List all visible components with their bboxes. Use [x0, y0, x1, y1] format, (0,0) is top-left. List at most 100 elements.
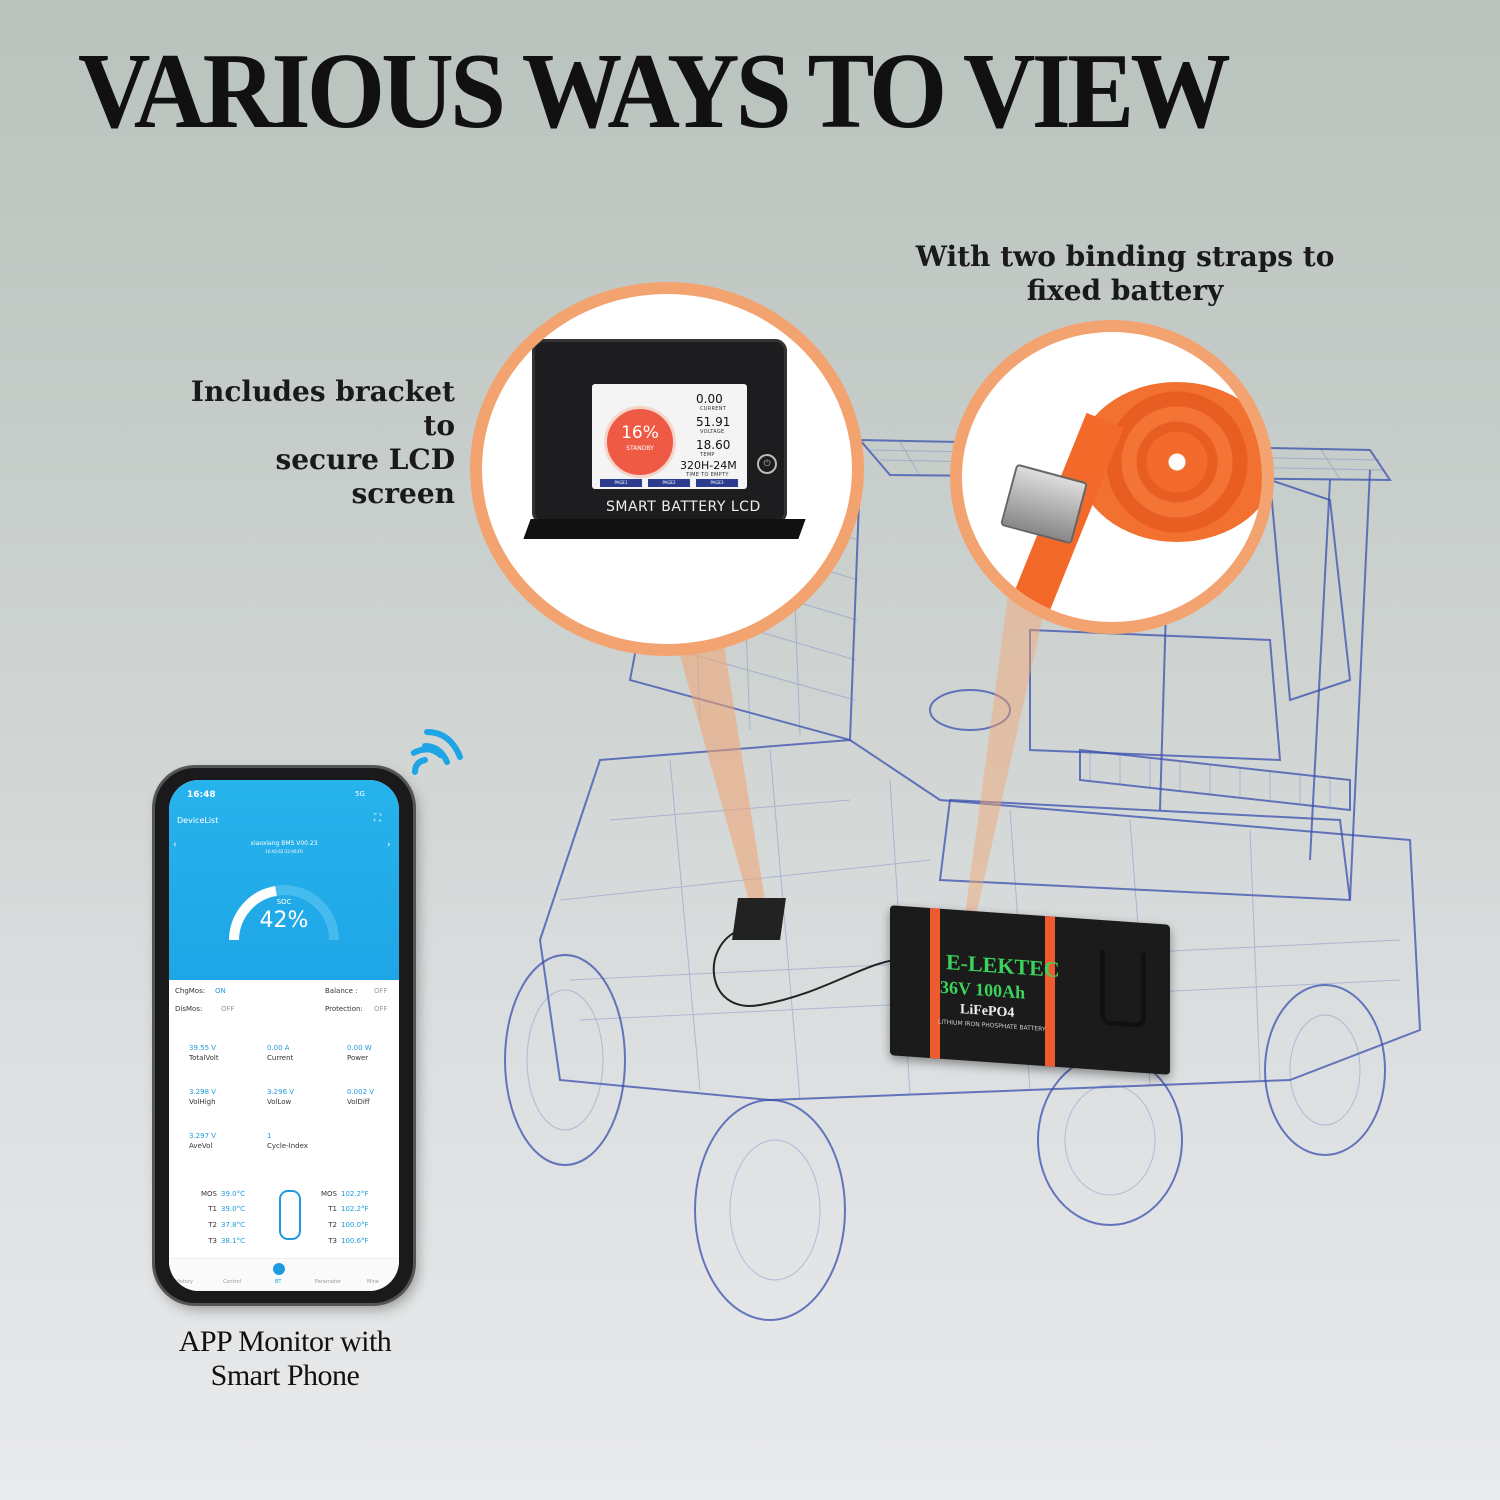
- bracket-callout: Includes bracket to secure LCD screen: [170, 375, 455, 511]
- lcd-bracket: [523, 519, 806, 539]
- temp-value: 102.2°F: [341, 1205, 369, 1213]
- battery-sub: LITHIUM IRON PHOSPHATE BATTERY: [938, 1018, 1046, 1034]
- lcd-soc-ring: 16% STANDBY: [604, 406, 676, 478]
- app-callout: APP Monitor with Smart Phone: [130, 1325, 440, 1393]
- lcd-voltage-value: 51.91: [696, 415, 731, 429]
- battery-rating: 36V 100Ah: [940, 976, 1026, 1003]
- temp-label: T3: [328, 1237, 337, 1245]
- device-name: xiaoxiang BMS V00.23: [250, 840, 318, 847]
- metric-label: Cycle-Index: [267, 1142, 308, 1150]
- metric-value: 3.297 V: [189, 1132, 217, 1140]
- phone-screen: 16:48 5G DeviceList ⛶ ‹ › xiaoxiang BMS …: [169, 780, 399, 1291]
- lcd-device: 16% STANDBY 0.00 CURRENT 51.91 VOLTAGE 1…: [532, 339, 787, 524]
- thermometer-icon: [279, 1190, 301, 1240]
- temp-value: 39.0°C: [221, 1190, 245, 1198]
- metric-value: 0.002 V: [347, 1088, 375, 1096]
- tab-history[interactable]: History: [175, 1279, 193, 1285]
- strap-callout-circle: [950, 320, 1274, 634]
- app-callout-line2: Smart Phone: [210, 1359, 360, 1392]
- straps-callout-line2: fixed battery: [1026, 274, 1224, 307]
- bracket-callout-line1: Includes bracket to: [190, 375, 455, 442]
- metrics-grid: 39.55 V TotalVolt 0.00 A Current 0.00 W …: [175, 1044, 397, 1174]
- battery-handle: [1100, 949, 1146, 1029]
- temp-label: T1: [208, 1205, 217, 1213]
- chgmos-toggle[interactable]: ON: [215, 987, 226, 995]
- battery: E-LEKTEC 36V 100Ah LiFePO4 LITHIUM IRON …: [890, 905, 1170, 1075]
- metric-label: VolHigh: [189, 1098, 216, 1106]
- temp-value: 100.0°F: [341, 1221, 369, 1229]
- temp-label: MOS: [321, 1190, 337, 1198]
- metric-value: 0.00 A: [267, 1044, 290, 1052]
- lcd-voltage-label: VOLTAGE: [700, 429, 725, 435]
- temp-value: 38.1°C: [221, 1237, 245, 1245]
- metric-label: Current: [267, 1054, 294, 1062]
- temp-value: 102.2°F: [341, 1190, 369, 1198]
- metric-label: TotalVolt: [189, 1054, 219, 1062]
- metric-value: 0.00 W: [347, 1044, 372, 1052]
- lcd-temp-label: TEMP: [700, 452, 715, 458]
- metric-label: AveVol: [189, 1142, 213, 1150]
- metric-value: 1: [267, 1132, 272, 1140]
- metric-label: VolDiff: [347, 1098, 370, 1106]
- app-header: 16:48 5G DeviceList ⛶ ‹ › xiaoxiang BMS …: [169, 780, 399, 980]
- temp-label: T1: [328, 1205, 337, 1213]
- temp-label: MOS: [201, 1190, 217, 1198]
- temp-label: T3: [208, 1237, 217, 1245]
- balance-label: Balance :: [325, 987, 358, 995]
- smartphone: 16:48 5G DeviceList ⛶ ‹ › xiaoxiang BMS …: [155, 768, 413, 1303]
- lcd-callout-circle: 16% STANDBY 0.00 CURRENT 51.91 VOLTAGE 1…: [470, 282, 864, 656]
- tab-control[interactable]: Control: [223, 1279, 242, 1285]
- lcd-current-label: CURRENT: [700, 406, 727, 412]
- lcd-page-button-1[interactable]: PAGE1: [600, 479, 642, 487]
- lcd-state: STANDBY: [626, 445, 654, 452]
- temp-value: 39.0°C: [221, 1205, 245, 1213]
- metric-value: 39.55 V: [189, 1044, 217, 1052]
- prev-device-icon[interactable]: ‹: [173, 840, 177, 850]
- nav-title[interactable]: DeviceList: [177, 816, 219, 825]
- lcd-screen: 16% STANDBY 0.00 CURRENT 51.91 VOLTAGE 1…: [592, 384, 747, 489]
- lcd-page-button-3[interactable]: PAGE3: [696, 479, 738, 487]
- lcd-page-button-2[interactable]: PAGE2: [648, 479, 690, 487]
- lcd-time-label: TIME TO EMPTY: [686, 472, 729, 478]
- straps-callout-line1: With two binding straps to: [915, 240, 1335, 273]
- next-device-icon[interactable]: ›: [387, 840, 391, 850]
- battery-chem: LiFePO4: [960, 1002, 1015, 1021]
- lcd-temp-value: 18.60: [696, 438, 731, 452]
- headline: VARIOUS WAYS TO VIEW: [78, 32, 1231, 151]
- bracket-callout-line2: secure LCD screen: [275, 443, 455, 510]
- temp-value: 37.8°C: [221, 1221, 245, 1229]
- phone-network: 5G: [355, 790, 365, 798]
- metric-value: 3.296 V: [267, 1088, 295, 1096]
- tab-mine[interactable]: Mine: [367, 1279, 379, 1285]
- soc-gauge: [229, 885, 339, 941]
- lcd-caption: SMART BATTERY LCD: [606, 499, 761, 515]
- temp-label: T2: [328, 1221, 337, 1229]
- wifi-signal-icon: [410, 729, 463, 775]
- temperature-panel: MOS 39.0°C T1 39.0°C T2 37.8°C T3 38.1°C…: [189, 1190, 389, 1260]
- temp-value: 100.6°F: [341, 1237, 369, 1245]
- metric-label: VolLow: [267, 1098, 292, 1106]
- metric-value: 3.298 V: [189, 1088, 217, 1096]
- straps-callout: With two binding straps to fixed battery: [900, 240, 1350, 308]
- tab-bt[interactable]: BT: [275, 1279, 282, 1285]
- protection-toggle[interactable]: OFF: [374, 1005, 388, 1013]
- protection-label: Protection:: [325, 1005, 363, 1013]
- lcd-soc: 16%: [621, 423, 659, 443]
- temp-label: T2: [208, 1221, 217, 1229]
- lcd-time-value: 320H-24M: [680, 459, 737, 472]
- callout-beams: [670, 580, 1050, 920]
- lcd-current-value: 0.00: [696, 392, 723, 406]
- bt-tab-icon[interactable]: [273, 1263, 285, 1275]
- battery-strap-left: [930, 908, 940, 1059]
- lcd-power-icon[interactable]: ⏻: [757, 454, 777, 474]
- device-mac: 10:A5:62:32:A6:F0: [265, 849, 303, 854]
- soc-value: 42%: [259, 908, 309, 933]
- tab-bar: History Control BT Parameter Mine: [169, 1258, 399, 1291]
- chgmos-label: ChgMos:: [175, 987, 206, 995]
- balance-toggle[interactable]: OFF: [374, 987, 388, 995]
- scan-icon[interactable]: ⛶: [374, 813, 381, 824]
- app-callout-line1: APP Monitor with: [178, 1325, 392, 1358]
- lcd-cable: [712, 929, 896, 1007]
- tab-parameter[interactable]: Parameter: [315, 1279, 342, 1285]
- dismos-toggle[interactable]: OFF: [221, 1005, 235, 1013]
